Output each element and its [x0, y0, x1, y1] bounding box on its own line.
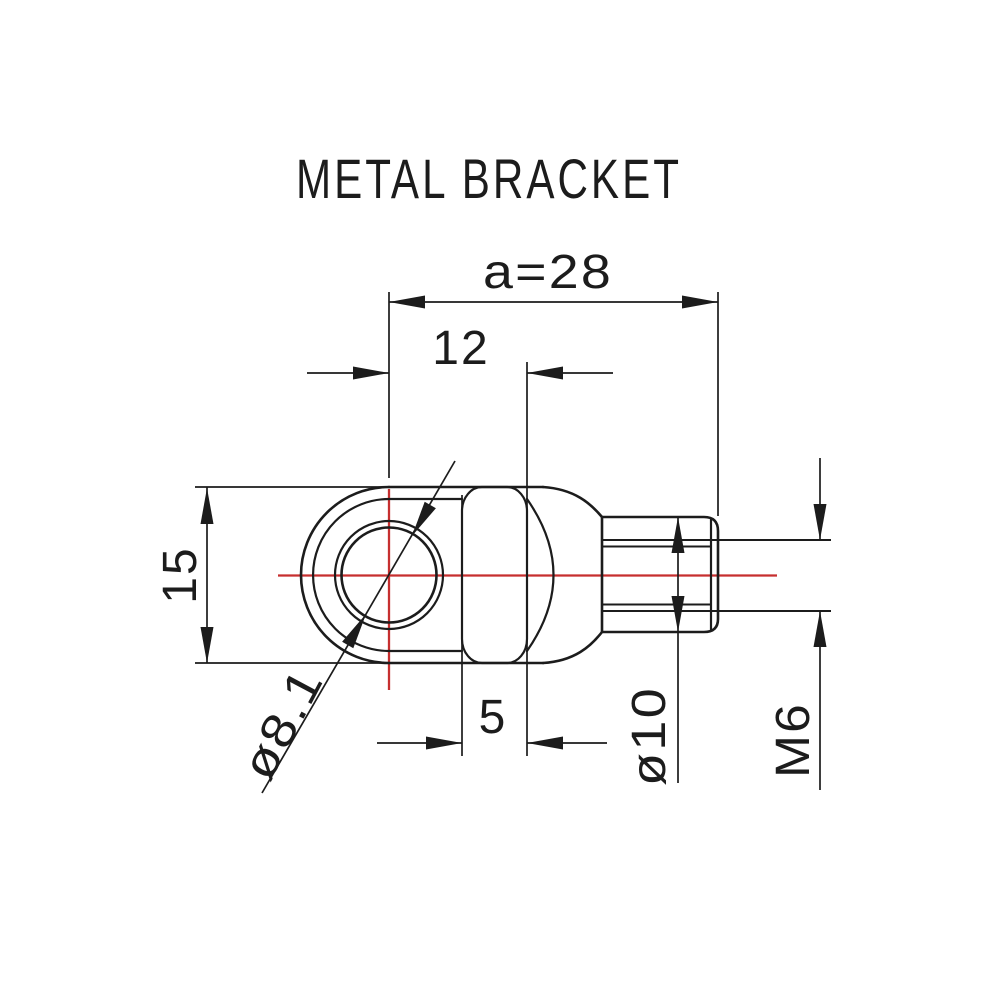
arrowhead-left — [353, 366, 389, 380]
dimension-overall-length: a=28 — [388, 246, 719, 516]
dimension-label-a28: a=28 — [483, 246, 613, 299]
dimension-section-thickness: 5 — [377, 495, 607, 756]
arrowhead-left — [389, 295, 425, 309]
dimension-eye-width: 15 — [154, 486, 389, 664]
dimension-label-5: 5 — [479, 691, 508, 744]
dimension-boss-diameter: ø10 — [623, 517, 685, 786]
dimension-label-12: 12 — [432, 322, 489, 375]
dimension-label-15: 15 — [154, 546, 207, 603]
boss-outline — [600, 515, 720, 634]
arrowhead-left — [426, 736, 462, 750]
dimension-label-m6: M6 — [767, 702, 820, 778]
arrowhead-top — [412, 501, 436, 536]
neck-top-curve — [541, 485, 604, 519]
neck-bottom-curve — [541, 630, 604, 665]
arrowhead-bottom — [200, 627, 214, 663]
eye-hole-chamfer-circle — [333, 519, 445, 631]
arrowhead-right — [527, 366, 563, 380]
arrowhead-top — [671, 517, 685, 553]
eye-inner-arc — [311, 497, 391, 653]
dimension-label-d10: ø10 — [623, 686, 676, 786]
arrowhead-right — [682, 295, 718, 309]
dimension-thread: M6 — [767, 458, 827, 790]
dimension-hole-to-section: 12 — [307, 322, 613, 756]
arrowhead-bottom — [813, 611, 827, 647]
arrowhead-bottom — [342, 614, 366, 649]
arrowhead-bottom — [671, 596, 685, 632]
socket-bulge-arc — [525, 497, 555, 653]
bracket-body — [299, 485, 831, 665]
arrowhead-right — [527, 736, 563, 750]
dimension-label-d81: ø8.1 — [232, 659, 334, 788]
arrowhead-top — [813, 504, 827, 540]
eye-outer-arc — [299, 485, 391, 665]
drawing-title: METAL BRACKET — [296, 147, 682, 210]
arrowhead-top — [200, 488, 214, 524]
eye-hole-circle — [340, 526, 438, 624]
